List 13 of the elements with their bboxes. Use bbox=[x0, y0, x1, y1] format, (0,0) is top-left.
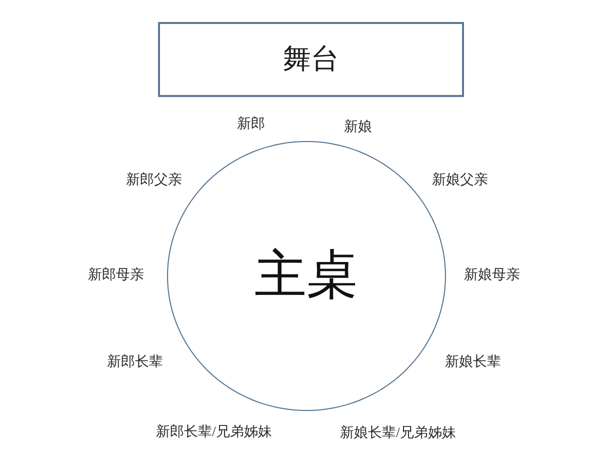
stage-label: 舞台 bbox=[283, 46, 339, 74]
seat-label: 新郎父亲 bbox=[126, 172, 182, 190]
seat-label: 新娘父亲 bbox=[432, 172, 488, 190]
seat-label: 新娘 bbox=[344, 119, 372, 137]
stage-box bbox=[158, 22, 464, 97]
seat-label: 新娘长辈/兄弟姊妹 bbox=[340, 425, 456, 443]
seat-label: 新郎母亲 bbox=[88, 267, 144, 285]
seat-label: 新郎长辈/兄弟姊妹 bbox=[156, 424, 272, 442]
seat-label: 新郎长辈 bbox=[107, 354, 163, 372]
table-label: 主桌 bbox=[254, 250, 358, 302]
seat-label: 新郎 bbox=[237, 116, 265, 134]
seat-label: 新娘长辈 bbox=[445, 354, 501, 372]
seat-label: 新娘母亲 bbox=[464, 267, 520, 285]
